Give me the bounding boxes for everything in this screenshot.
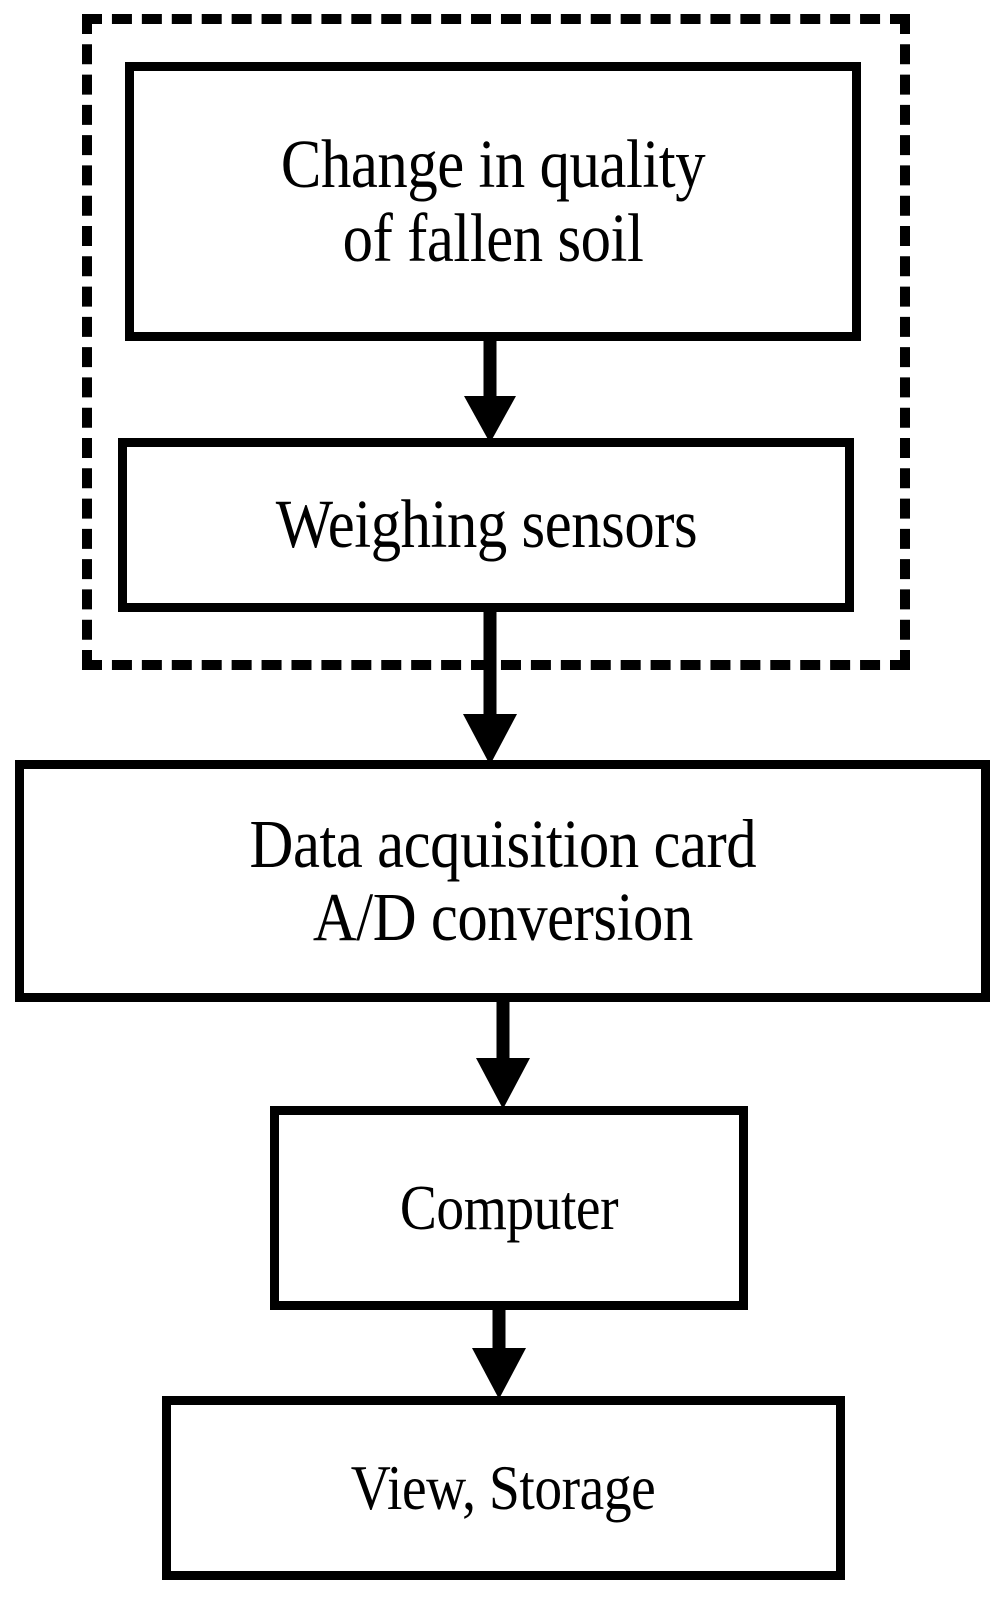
node-change-in-quality-label: Change in quality of fallen soil [280, 126, 706, 276]
edge-3-arrow [468, 1000, 538, 1110]
node-computer-label: Computer [399, 1172, 619, 1243]
node-weighing-sensors-label: Weighing sensors [275, 486, 697, 563]
node-view-storage[interactable]: View, Storage [162, 1396, 845, 1580]
node-change-in-quality[interactable]: Change in quality of fallen soil [125, 62, 861, 341]
node-data-acquisition-card-label: Data acquisition card A/D conversion [249, 805, 756, 955]
edge-2-arrow [455, 608, 525, 766]
node-computer[interactable]: Computer [270, 1106, 748, 1310]
edge-4-arrow [464, 1308, 534, 1400]
node-view-storage-label: View, Storage [351, 1452, 656, 1523]
node-weighing-sensors[interactable]: Weighing sensors [118, 438, 854, 612]
edge-1-arrow [455, 340, 525, 444]
node-data-acquisition-card[interactable]: Data acquisition card A/D conversion [15, 760, 990, 1002]
